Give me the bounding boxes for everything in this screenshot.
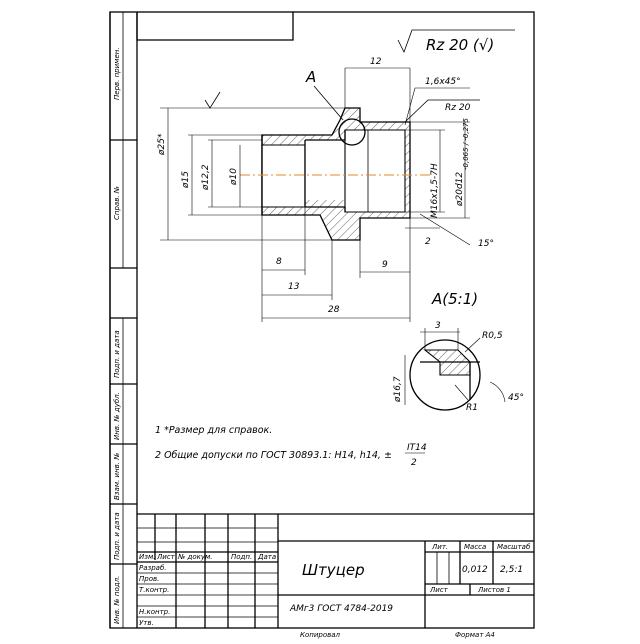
dim-chamfer-text: 1,6x45° (425, 77, 461, 87)
title-masshtab: 2,5:1 (500, 565, 523, 575)
detail-view (404, 328, 506, 411)
title-col-masshtab: Масштаб (497, 543, 531, 551)
general-roughness-text: Rz 20 (√) (426, 36, 494, 54)
surface-roughness-text: Rz 20 (445, 103, 471, 113)
top-left-box (136, 12, 294, 41)
tb-row-data: Дата (257, 553, 276, 561)
dim-thread-text: M16x1,5-7H (430, 163, 440, 218)
view-label-a: A (305, 68, 316, 86)
detail-dim-d167-text: ø16,7 (393, 376, 403, 403)
dim-28-text: 28 (328, 305, 340, 315)
tb-row-izm: Изм. (139, 553, 155, 561)
side-label-inv-dubl: Инв. № дубл. (113, 392, 121, 440)
dim-thread (405, 129, 445, 213)
dim-d15 (188, 134, 262, 216)
tb-role-tkontr: Т.контр. (139, 586, 169, 594)
dim-2-text: 2 (425, 237, 431, 247)
dim-d20 (410, 121, 470, 219)
note-1: 1 *Размер для справок. (155, 425, 272, 436)
general-roughness (397, 29, 515, 54)
detail-dim-45-text: 45° (508, 393, 524, 403)
dim-d20-tol-text: -0,065 / -0,275 (462, 118, 470, 170)
dim-13 (262, 240, 333, 300)
tb-row-podp: Подп. (231, 553, 252, 561)
side-label-perv-primen: Перв. примен. (113, 47, 121, 100)
title-block (137, 513, 534, 628)
detail-circle (338, 118, 366, 146)
dim-15deg-text: 15° (478, 239, 494, 249)
dim-d10-text: ø10 (229, 168, 239, 186)
note-2: 2 Общие допуски по ГОСТ 30893.1: H14, h1… (155, 450, 392, 461)
outer-frame (109, 11, 535, 629)
dim-12 (344, 67, 411, 122)
detail-dim-r05-text: R0,5 (482, 331, 503, 341)
side-label-podp-data-1: Подп. и дата (113, 330, 121, 378)
tb-role-razrab: Разраб. (139, 564, 167, 572)
dim-d25-text: ø25* (157, 133, 167, 156)
side-label-inv-podl: Инв. № подл. (113, 576, 121, 624)
dim-8-text: 8 (276, 257, 282, 267)
tb-row-list: Лист (156, 553, 176, 561)
detail-dim-3-text: 3 (435, 321, 441, 331)
note-frac-den: 2 (411, 458, 417, 468)
side-label-sprav: Справ. № (113, 186, 121, 220)
tb-role-prov: Пров. (139, 575, 159, 583)
dim-9 (359, 218, 411, 322)
dim-12-text: 12 (370, 57, 382, 67)
detail-dim-r1-text: R1 (466, 403, 478, 413)
dim-d20-text: ø20d12 (455, 172, 465, 207)
dim-13-text: 13 (288, 282, 300, 292)
title-list: Лист (429, 586, 449, 594)
title-name: Штуцер (302, 561, 365, 579)
dim-d12-text: ø12,2 (201, 164, 211, 191)
title-massa: 0,012 (462, 565, 488, 575)
tb-row-dokum: № докум. (177, 553, 213, 561)
title-listov: Листов 1 (477, 586, 511, 594)
footer-kopiroval: Копировал (300, 631, 341, 639)
footer-format: Формат А4 (455, 631, 495, 639)
dim-d12 (208, 139, 262, 208)
part-section (261, 107, 411, 241)
side-strip (109, 12, 137, 628)
roughness-symbol (204, 91, 221, 109)
title-col-lit: Лит. (431, 543, 448, 551)
title-material: АМг3 ГОСТ 4784-2019 (289, 604, 393, 614)
dim-8 (261, 207, 306, 322)
dim-2-and-angle (405, 213, 471, 246)
side-label-podp-data-2: Подп. и дата (113, 512, 121, 560)
tb-role-nkontr: Н.контр. (139, 608, 170, 616)
detail-label: A(5:1) (431, 290, 478, 308)
tb-role-utv: Утв. (139, 619, 154, 627)
dim-d25 (160, 107, 345, 241)
side-label-vzam-inv: Взам. инв. № (113, 452, 121, 500)
note-frac-num: IT14 (407, 443, 427, 453)
title-col-massa: Масса (464, 543, 486, 551)
dim-d15-text: ø15 (181, 171, 191, 189)
dim-9-text: 9 (382, 260, 388, 270)
